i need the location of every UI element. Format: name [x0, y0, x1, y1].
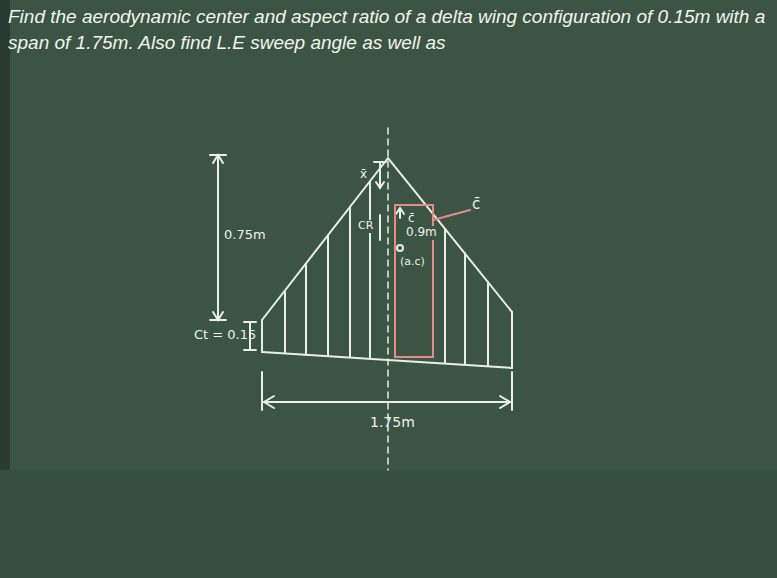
- problem-statement: Find the aerodynamic center and aspect r…: [8, 4, 770, 55]
- symbol-label: c̄: [406, 212, 417, 226]
- dimension-label: 1.75m: [370, 414, 415, 430]
- symbol-label: CR: [356, 220, 375, 233]
- symbol-label: c̄: [472, 196, 480, 213]
- dimension-label: 0.75m: [222, 228, 268, 243]
- symbol-label: x̄: [360, 168, 367, 182]
- point-label: (a.c): [398, 256, 427, 269]
- dimension-label: 0.9m: [404, 226, 439, 240]
- dimension-label: Ct = 0.15: [194, 328, 256, 343]
